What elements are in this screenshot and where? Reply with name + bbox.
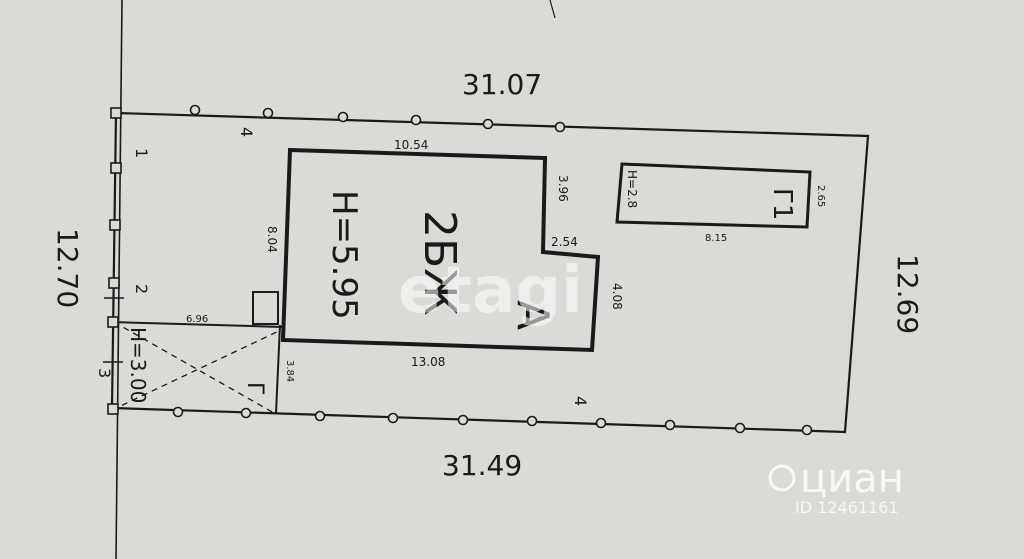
cian-watermark: циан ID 12461161 (768, 456, 904, 517)
garage-structure (111, 291, 284, 414)
garage-letter-label: Г (242, 382, 267, 395)
cian-listing-id: ID 12461161 (795, 498, 899, 517)
house-outline (280, 147, 601, 353)
bottom-boundary-length: 31.49 (442, 449, 522, 482)
house-left-side: 8.04 (265, 226, 279, 253)
house-top-length: 10.54 (394, 138, 428, 152)
point-label-4-bottom: 4 (571, 396, 590, 406)
cian-logo-text: циан (800, 456, 904, 502)
house-letter-label: А (507, 300, 558, 330)
point-label-4-top: 4 (237, 127, 256, 137)
house-code-label: 2БЖ (414, 210, 465, 316)
sheet-line-top (549, 0, 556, 19)
shed-height-label: Н=2.8 (625, 170, 639, 208)
shed-width: 2.65 (815, 185, 826, 207)
top-boundary-length: 31.07 (462, 68, 542, 101)
etagi-watermark: etagi (398, 254, 583, 328)
shed-letter-label: Г1 (767, 188, 797, 220)
shed-length: 8.15 (705, 233, 727, 244)
garage-height-label: Н=3.00 (126, 327, 150, 403)
boundary-markers (107, 104, 813, 436)
house-height-label: Н=5.95 (324, 190, 364, 320)
survey-ticks (103, 297, 124, 363)
point-label-1: 1 (132, 148, 151, 158)
lot-boundary (110, 111, 870, 434)
house-right-side: 4.08 (610, 283, 624, 310)
garage-length: 6.96 (186, 314, 208, 325)
left-boundary-length: 12.70 (51, 228, 84, 308)
right-boundary-length: 12.69 (891, 254, 924, 334)
garage-width: 3.84 (284, 360, 295, 382)
point-label-2: 2 (132, 284, 151, 294)
house-notch-vertical: 3.96 (556, 175, 570, 202)
shed-outline (615, 162, 812, 229)
point-label-3: 3 (95, 368, 114, 378)
house-bottom-length: 13.08 (411, 355, 445, 369)
house-notch-horizontal: 2.54 (551, 235, 578, 249)
